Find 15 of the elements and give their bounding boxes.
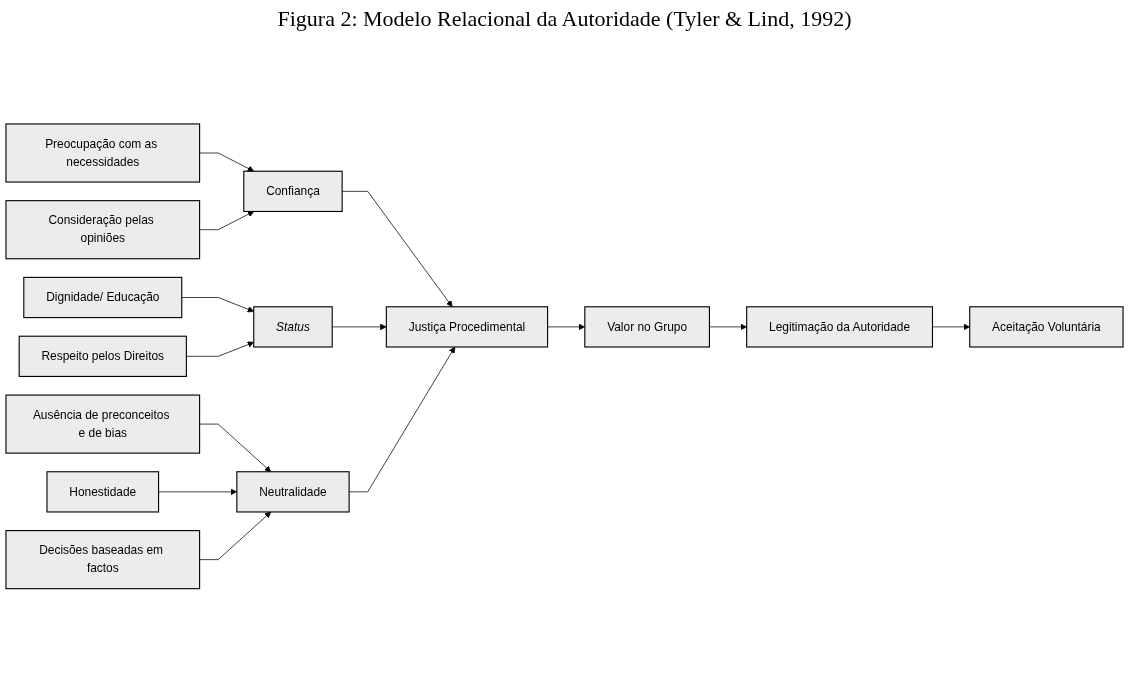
node-box: Justiça Procedimental	[385, 305, 549, 348]
node-box: Consideração pelas opiniões	[5, 199, 201, 259]
node-box: Aceitação Voluntária	[969, 305, 1124, 348]
node-box: Honestidade	[46, 470, 160, 513]
node-box: Preocupação com as necessidades	[5, 123, 201, 183]
node-box: Status	[253, 305, 333, 348]
node-box: Respeito pelos Direitos	[18, 335, 187, 377]
node-box: Neutralidade	[236, 470, 350, 513]
node-box: Confiança	[243, 170, 343, 212]
node-box: Legitimação da Autoridade	[746, 305, 934, 348]
node-box: Decisões baseadas em factos	[5, 529, 201, 589]
node-box: Dignidade/ Educação	[23, 276, 183, 318]
node-box: Valor no Grupo	[584, 305, 710, 348]
node-box: Ausência de preconceitos e de bias	[5, 394, 201, 454]
figure-title: Figura 2: Modelo Relacional da Autoridade (Tyler & Lind, 1992)	[276, 6, 853, 32]
